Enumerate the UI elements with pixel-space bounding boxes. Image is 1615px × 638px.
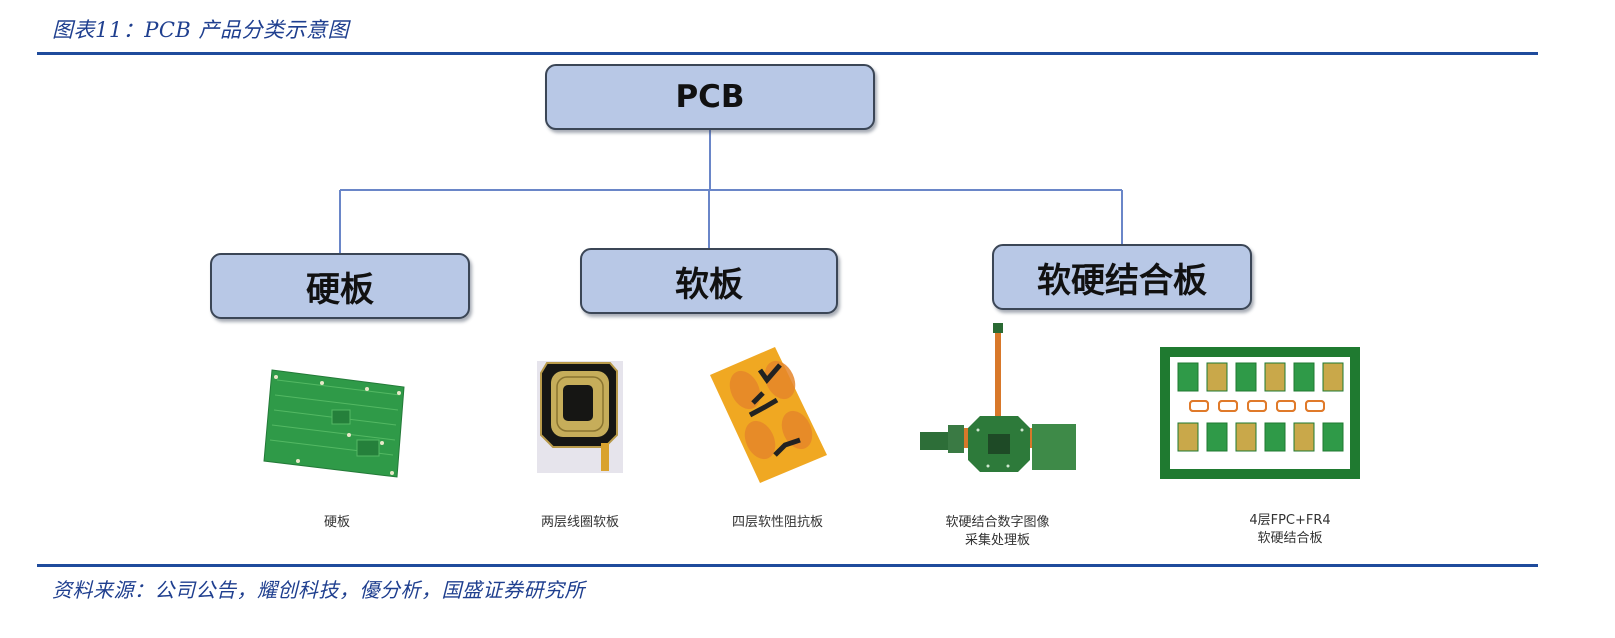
- label-four-layer-flex-impedance: 四层软性阻抗板: [731, 515, 823, 530]
- node-pcb: PCB: [545, 64, 875, 130]
- node-flex-board: 软板: [580, 248, 838, 314]
- panel-unit: [1206, 422, 1228, 452]
- panel-unit: [1177, 362, 1199, 392]
- flex-loop: [1276, 400, 1296, 412]
- panel-unit: [1322, 422, 1344, 452]
- source-note: 资料来源：公司公告，耀创科技，優分析，国盛证券研究所: [52, 578, 585, 602]
- node-rigid-board: 硬板: [210, 253, 470, 319]
- bottom-rule: [37, 564, 1538, 567]
- flex-loop: [1218, 400, 1238, 412]
- rigid-flex-image-board-image: [920, 323, 1076, 472]
- label-two-layer-coil-flex: 两层线圈软板: [540, 515, 619, 530]
- coil-flex-image: [537, 361, 623, 473]
- panel-unit: [1235, 362, 1257, 392]
- label-rigid-board: 硬板: [323, 515, 350, 530]
- label-fpc-fr4-rigid-flex: 4层FPC+FR4 软硬结合板: [1249, 513, 1331, 546]
- flex-loop: [1247, 400, 1267, 412]
- label-rigid-flex-image-board: 软硬结合数字图像 采集处理板: [945, 515, 1050, 548]
- panel-unit: [1264, 422, 1286, 452]
- figure-caption: 图表11：PCB 产品分类示意图: [52, 18, 350, 42]
- top-rule: [37, 52, 1538, 55]
- panel-unit: [1293, 422, 1315, 452]
- panel-unit: [1322, 362, 1344, 392]
- panel-unit: [1264, 362, 1286, 392]
- panel-unit: [1177, 422, 1199, 452]
- rigid-pcb-image: [263, 369, 405, 478]
- panel-unit: [1293, 362, 1315, 392]
- flex-loop: [1189, 400, 1209, 412]
- panel-unit: [1206, 362, 1228, 392]
- fpc-fr4-panel-image: [1160, 347, 1360, 479]
- flex-loop: [1305, 400, 1325, 412]
- panel-unit: [1235, 422, 1257, 452]
- node-rigid-flex-board: 软硬结合板: [992, 244, 1252, 310]
- flex-impedance-image: [710, 347, 827, 483]
